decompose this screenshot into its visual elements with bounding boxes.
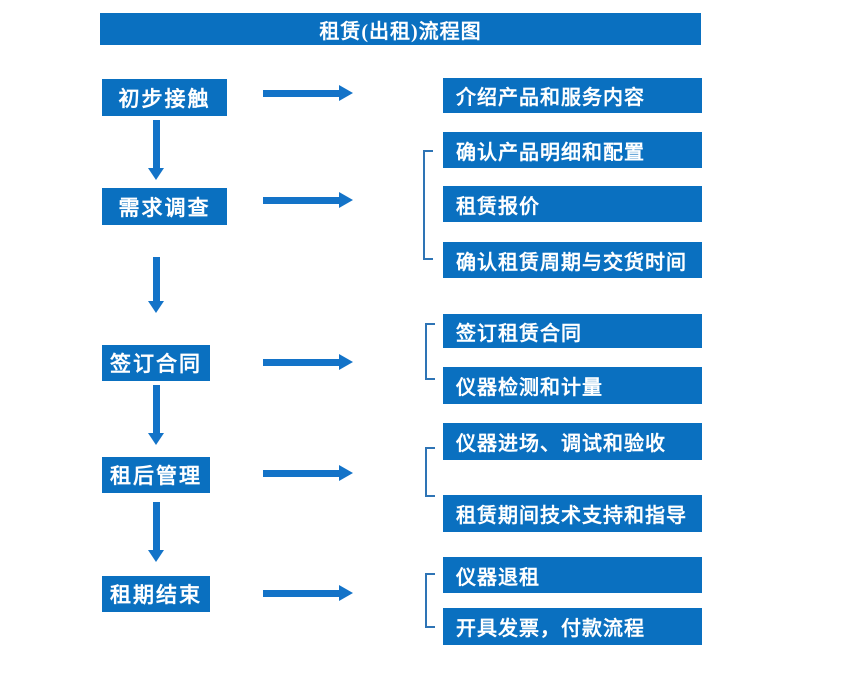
arrow-shaft (263, 470, 340, 477)
stage-box-demand-survey: 需求调查 (102, 188, 227, 225)
group-bracket-sign-contract (425, 323, 435, 380)
detail-box-invoice-payment: 开具发票，付款流程 (443, 608, 702, 645)
group-bracket-demand-survey (423, 150, 433, 260)
arrow-down-icon (148, 502, 165, 562)
stage-box-rental-end: 租期结束 (102, 576, 210, 612)
detail-box-instrument-testing: 仪器检测和计量 (443, 367, 702, 404)
arrow-right-icon (263, 85, 353, 102)
detail-box-introduce-products: 介绍产品和服务内容 (443, 78, 702, 113)
detail-box-instrument-return: 仪器退租 (443, 557, 702, 593)
group-bracket-post-rental (425, 447, 435, 497)
arrow-shaft (153, 502, 160, 551)
stage-box-initial-contact: 初步接触 (102, 79, 227, 116)
arrow-head (339, 85, 353, 101)
arrow-shaft (263, 359, 340, 366)
detail-box-rental-quote: 租赁报价 (443, 186, 702, 222)
detail-box-sign-rental-contract: 签订租赁合同 (443, 314, 702, 348)
page-title: 租赁(出租)流程图 (100, 13, 701, 45)
arrow-shaft (153, 257, 160, 302)
stage-box-sign-contract: 签订合同 (102, 345, 210, 381)
arrow-head (339, 585, 353, 601)
detail-box-instrument-setup-acceptance: 仪器进场、调试和验收 (443, 423, 702, 460)
arrow-head (339, 354, 353, 370)
group-bracket-rental-end (425, 573, 435, 628)
arrow-down-icon (148, 385, 165, 445)
detail-box-technical-support: 租赁期间技术支持和指导 (443, 495, 702, 532)
arrow-shaft (263, 590, 340, 597)
arrow-down-icon (148, 257, 165, 313)
stage-box-post-rental-management: 租后管理 (102, 457, 210, 493)
arrow-down-icon (148, 120, 165, 180)
arrow-right-icon (263, 585, 353, 602)
arrow-right-icon (263, 354, 353, 371)
detail-box-confirm-product-config: 确认产品明细和配置 (443, 132, 702, 168)
detail-box-confirm-period-delivery: 确认租赁周期与交货时间 (443, 242, 702, 278)
arrow-shaft (263, 197, 340, 204)
arrow-head (339, 465, 353, 481)
arrow-right-icon (263, 465, 353, 482)
arrow-head (148, 433, 164, 445)
arrow-shaft (153, 120, 160, 169)
arrow-shaft (153, 385, 160, 434)
arrow-head (148, 168, 164, 180)
arrow-head (148, 301, 164, 313)
arrow-head (148, 550, 164, 562)
arrow-right-icon (263, 192, 353, 209)
arrow-shaft (263, 90, 340, 97)
arrow-head (339, 192, 353, 208)
